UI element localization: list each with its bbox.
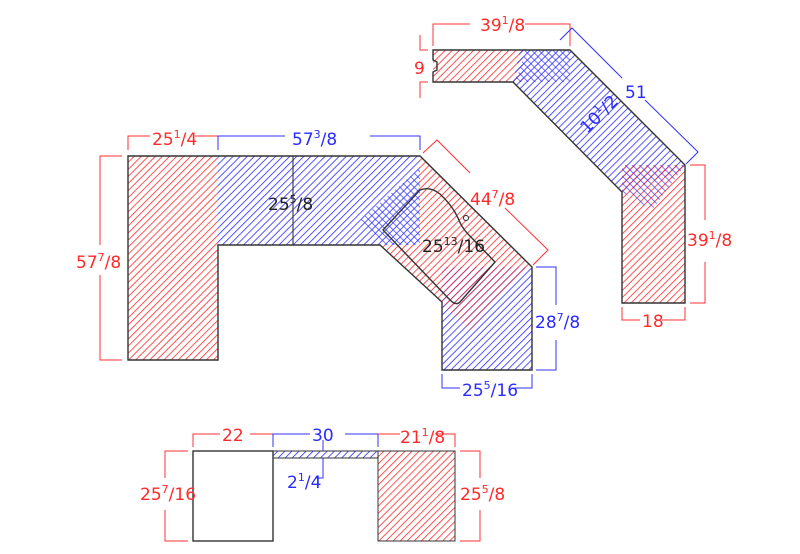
bottom-countertop xyxy=(192,450,456,542)
dim-tr-diag: 51 xyxy=(625,83,647,103)
dim-b-left-width: 22 xyxy=(222,426,244,446)
corner-countertop xyxy=(432,49,686,304)
main-countertop xyxy=(127,155,533,371)
dim-sink-width: 2513/16 xyxy=(422,235,485,257)
dim-tr-top-width: 391/8 xyxy=(480,14,525,36)
overlap-area xyxy=(442,267,530,330)
dim-diag-length: 447/8 xyxy=(470,188,515,210)
dim-top-left-width: 251/4 xyxy=(152,128,197,150)
dim-b-mid-depth: 21/4 xyxy=(287,471,321,493)
overlap-area xyxy=(358,168,420,245)
dim-right-width: 255/16 xyxy=(462,379,518,401)
diagonal-section xyxy=(380,156,532,302)
dim-b-mid-width: 30 xyxy=(312,426,334,446)
sink-cutout xyxy=(382,187,496,305)
dim-tr-depth: 9 xyxy=(414,59,425,79)
dim-right-height: 287/8 xyxy=(535,311,580,333)
dim-tr-right-height: 391/8 xyxy=(687,229,732,251)
dim-top-mid-width: 573/8 xyxy=(292,128,337,150)
dim-left-height: 577/8 xyxy=(76,251,121,273)
outline xyxy=(127,155,533,371)
dim-b-left-height: 257/16 xyxy=(140,483,196,505)
dimension-lines xyxy=(99,23,706,542)
left-section xyxy=(128,156,218,360)
outline xyxy=(432,49,686,304)
faucet-hole xyxy=(463,215,469,221)
dim-mid-depth: 255/8 xyxy=(268,193,313,215)
dim-tr-bottom-width: 18 xyxy=(642,312,664,332)
dim-b-right-width: 211/8 xyxy=(400,426,445,448)
dim-b-right-height: 255/8 xyxy=(460,483,505,505)
dimension-labels: 251/4 573/8 577/8 255/8 447/8 2513/16 28… xyxy=(76,14,732,505)
